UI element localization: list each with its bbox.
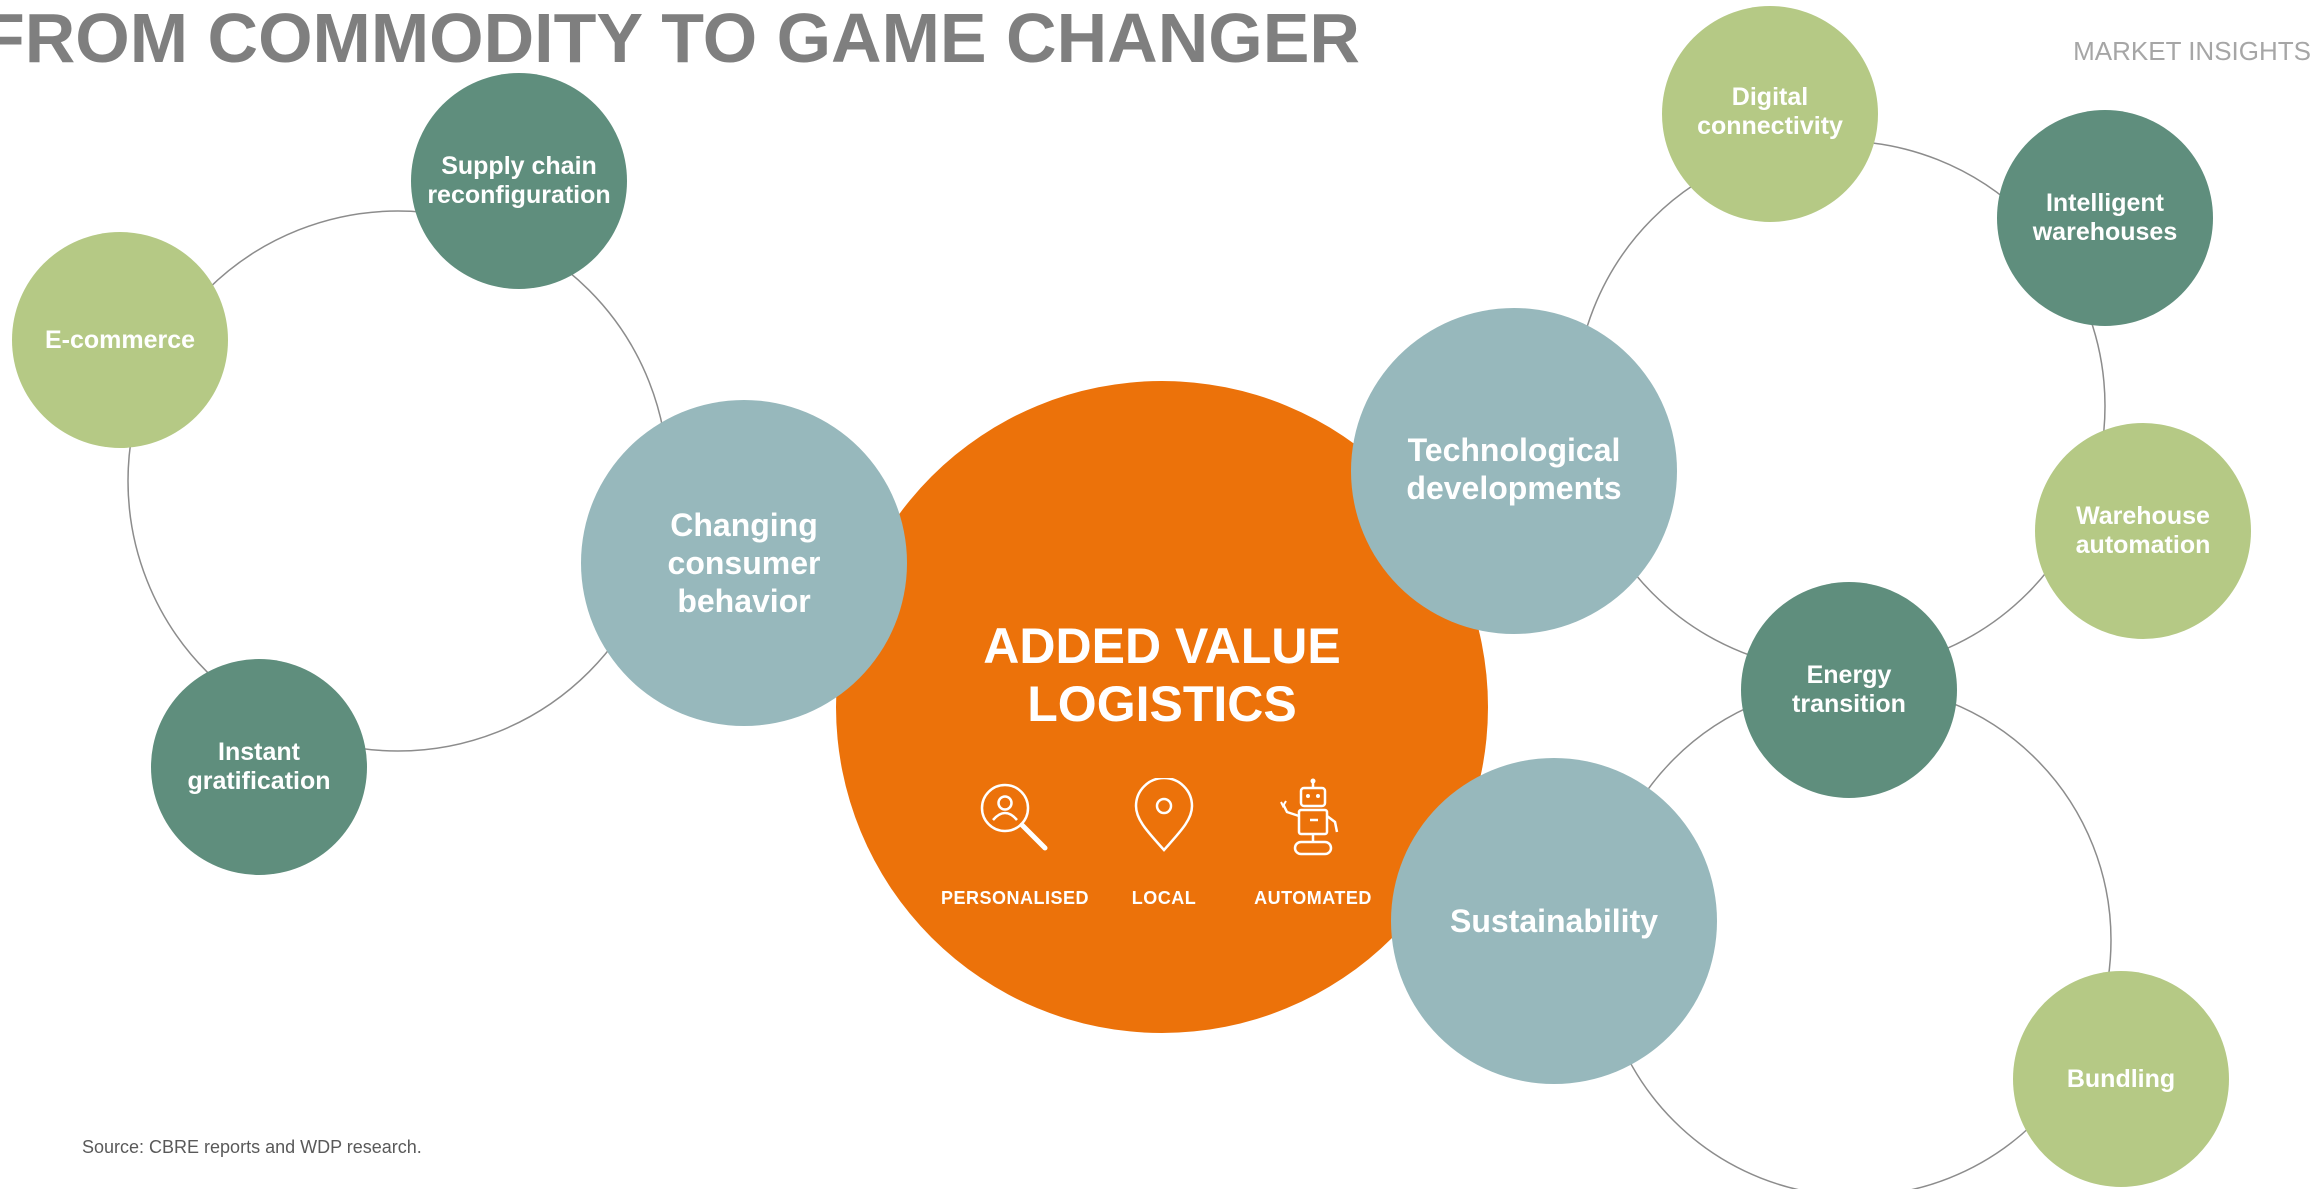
bubble-bundling: Bundling bbox=[2013, 971, 2229, 1187]
page-title: FROM COMMODITY TO GAME CHANGER bbox=[0, 0, 1360, 77]
bubble-e-commerce: E-commerce bbox=[12, 232, 228, 448]
person-magnifier-icon bbox=[980, 783, 1048, 851]
pillar-label-local: LOCAL bbox=[1131, 888, 1197, 908]
pillar-label-automated: AUTOMATED bbox=[1254, 888, 1372, 908]
core-title: ADDED VALUE LOGISTICS bbox=[983, 618, 1341, 732]
pillar-label-personalised: PERSONALISED bbox=[940, 888, 1090, 908]
source-note: Source: CBRE reports and WDP research. bbox=[82, 1137, 422, 1157]
bubble-sustainability: Sustainability bbox=[1391, 758, 1717, 1084]
section-tag: MARKET INSIGHTS bbox=[2073, 36, 2311, 66]
robot-icon bbox=[1280, 778, 1339, 856]
location-pin-icon bbox=[1134, 778, 1194, 852]
